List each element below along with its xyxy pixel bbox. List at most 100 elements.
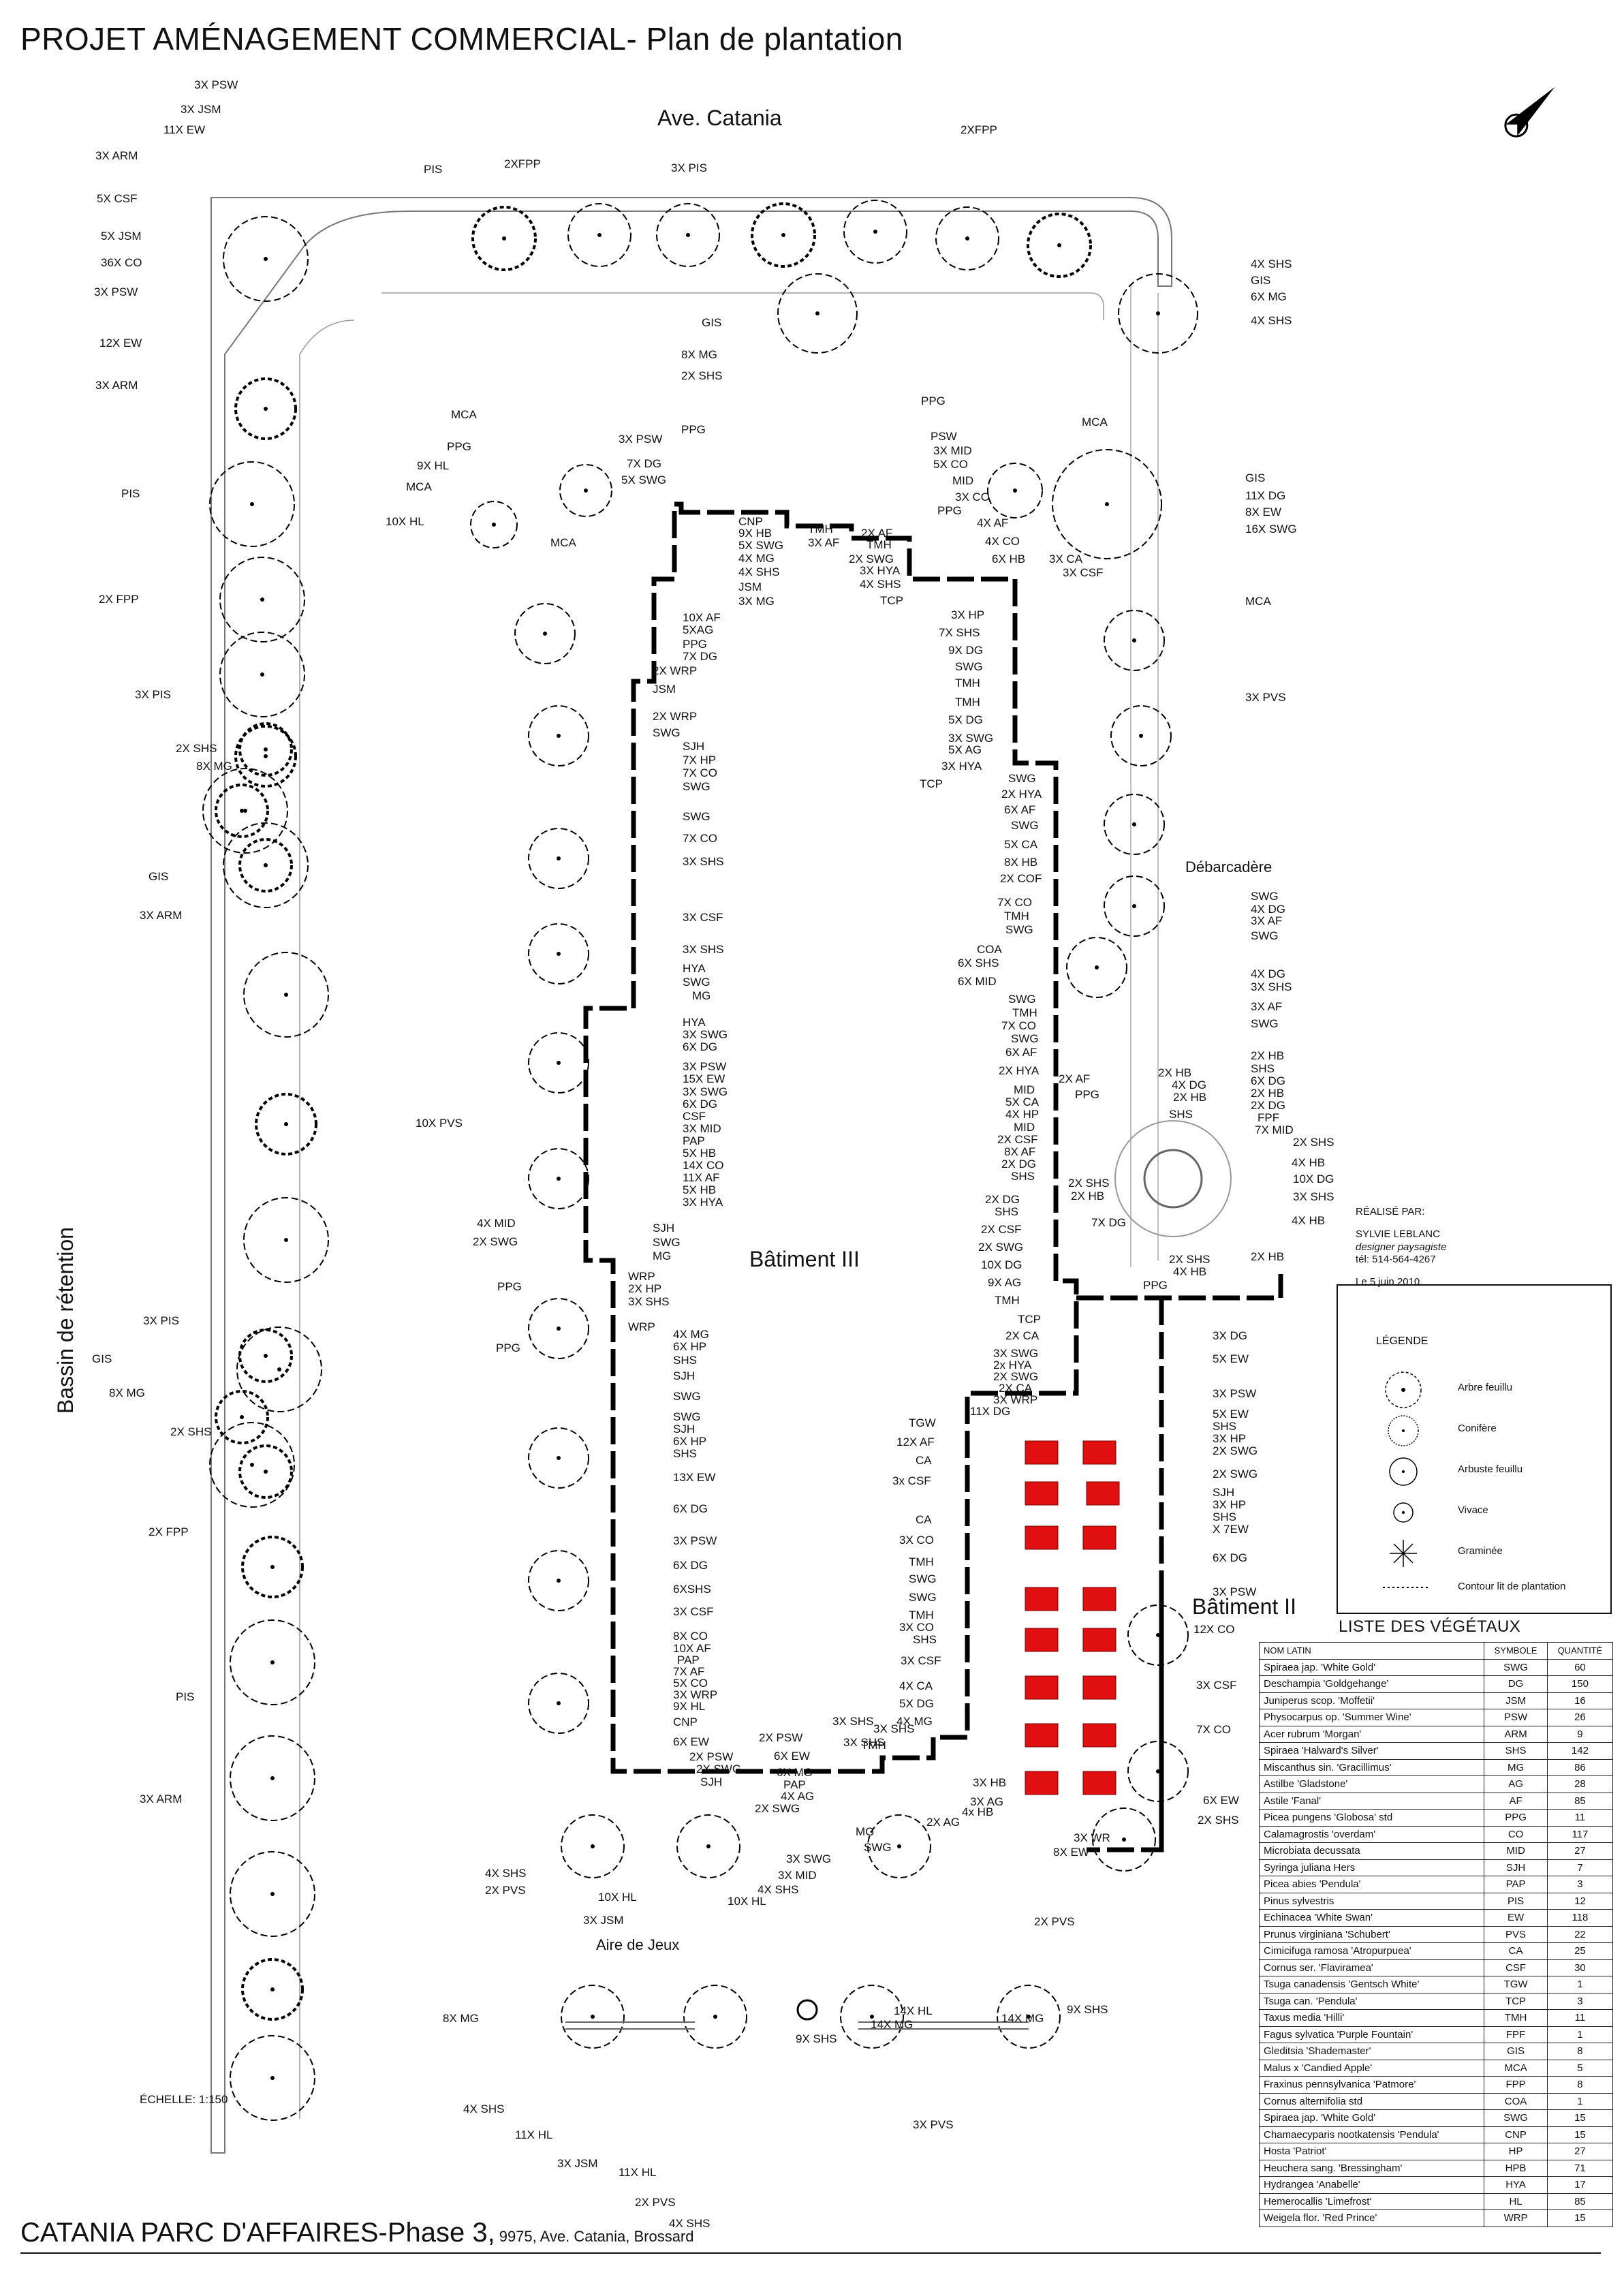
plant-callout: 5X AG [948,743,982,756]
plant-callout: MG [653,1250,672,1262]
plant-callout: 2XFPP [504,157,541,170]
plant-callout: 2x HYA [993,1359,1032,1371]
plant-callout: GIS [1245,471,1266,484]
plant-callout: 5X HB [683,1147,717,1160]
plant-symbol: FPP [1484,2076,1548,2094]
deciduous-tree-icon [528,828,589,889]
plant-callout: HYA [683,962,706,975]
plant-callout: 4x HB [962,1805,994,1818]
deciduous-tree-icon [243,952,329,1038]
perennial-icon [1393,1502,1414,1523]
plant-callout: PAP [683,1134,705,1147]
plant-callout: 7X DG [1091,1216,1127,1229]
plant-callout: 3X CSF [673,1605,714,1618]
parking-bay [1082,1628,1116,1652]
plant-callout: PPG [497,1280,522,1293]
basin-label: Bassin de rétention [53,1227,78,1414]
plant-symbol: PIS [1484,1892,1548,1910]
plant-callout: 7X MID [1255,1123,1294,1136]
plant-callout: SWG [1008,772,1036,785]
conifer-icon [238,722,293,777]
parking-bay [1082,1723,1116,1748]
plant-callout: 2X SWG [978,1241,1024,1254]
plant-callout: 2X HB [1251,1087,1285,1100]
plant-symbol: DG [1484,1675,1548,1693]
plant-callout: TCP [880,594,903,607]
conifer-icon [238,838,293,893]
plant-latin-name: Fagus sylvatica 'Purple Fountain' [1258,2026,1485,2043]
plant-symbol: FPF [1484,2026,1548,2043]
plant-callout: 7X AF [673,1665,705,1678]
credits-role: designer paysagiste [1356,1241,1447,1253]
plant-callout: 6X DG [673,1502,708,1515]
plant-latin-name: Fraxinus pennsylvanica 'Patmore' [1258,2076,1485,2094]
plant-callout: 3X SWG [683,1028,728,1041]
plant-callout: SWG [653,726,681,739]
plant-callout: TMH [1004,910,1029,922]
plant-latin-name: Spiraea jap. 'White Gold' [1258,2109,1485,2127]
deciduous-tree-icon [528,1148,589,1209]
plant-callout: 8X EW [1245,506,1281,518]
plant-callout: 11X EW [163,123,206,136]
plant-latin-name: Physocarpus op. 'Summer Wine' [1258,1709,1485,1726]
hedge-row [565,2021,695,2030]
plant-callout: 8X MG [196,760,232,773]
plant-callout: 3X SHS [1251,980,1292,993]
deciduous-tree-icon [528,1673,589,1734]
plant-callout: 4X MG [896,1715,933,1728]
conifer-icon [234,725,297,788]
plant-callout: 5X DG [948,713,984,726]
plant-callout: 3X ARM [95,379,138,392]
deciduous-tree-icon [528,1298,589,1359]
plant-latin-name: Chamaecyparis nootkatensis 'Pendula' [1258,2126,1485,2143]
plant-callout: 36X CO [101,256,142,269]
deciduous-tree-icon [843,200,907,264]
plant-callout: TMH [955,696,980,709]
plant-quantity: 118 [1546,1909,1614,1927]
plant-callout: MG [692,989,711,1002]
credits: RÉALISÉ PAR: SYLVIE LEBLANC designer pay… [1356,1206,1519,1289]
footer-rule [20,2252,1601,2254]
plant-callout: 3X HYA [941,760,982,773]
plant-callout: 3X SHS [843,1736,885,1749]
plant-symbol: TGW [1484,1976,1548,1994]
plant-callout: 5X EW [1213,1408,1249,1421]
plant-callout: 3X ARM [140,1793,183,1805]
plant-callout: 3X PSW [1213,1387,1257,1400]
plant-callout: 4X MID [477,1217,516,1230]
plant-callout: 3X WR [1074,1831,1110,1844]
plant-callout: 2X DG [1001,1158,1037,1170]
plant-callout: MCA [1245,595,1271,608]
plant-latin-name: Picea abies 'Pendula' [1258,1876,1485,1893]
plant-callout: 3X SHS [1293,1190,1334,1203]
plant-callout: 3X SHS [683,943,724,956]
plant-callout: FPF [1258,1111,1280,1124]
plant-quantity: 15 [1546,2209,1614,2227]
plant-symbol: GIS [1484,2043,1548,2060]
plant-callout: 5X JSM [101,230,142,243]
deciduous-tree-icon [683,1985,747,2049]
plant-quantity: 8 [1546,2043,1614,2060]
plant-symbol: PPG [1484,1809,1548,1827]
plant-callout: JSM [738,580,762,593]
plant-callout: 4X SHS [738,565,780,578]
plant-symbol: SJH [1484,1859,1548,1876]
plant-callout: 4X DG [1251,967,1286,980]
plant-callout: PPG [921,394,946,407]
page-title: PROJET AMÉNAGEMENT COMMERCIAL- Plan de p… [20,21,903,57]
plant-callout: 12X AF [896,1436,935,1448]
plant-callout: 2X SWG [993,1370,1039,1383]
plant-callout: 9X HL [417,459,450,472]
plant-callout: 3X AG [970,1795,1004,1808]
plant-callout: 14X MG [871,2018,914,2031]
